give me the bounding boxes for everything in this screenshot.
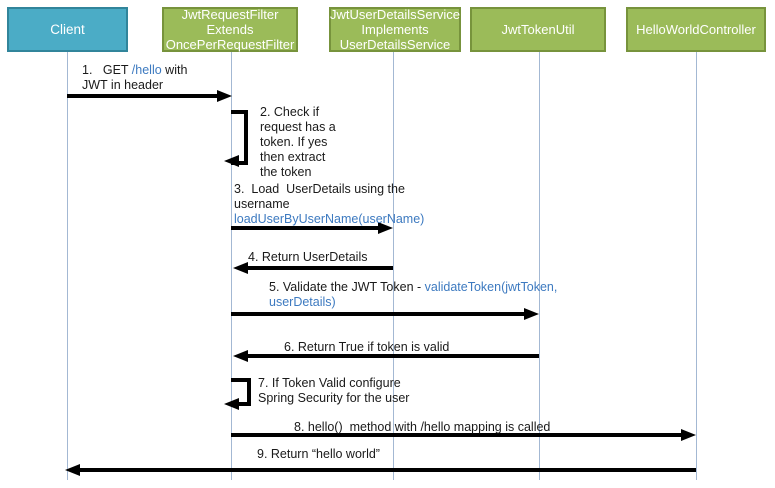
self-loop-2 <box>231 110 248 165</box>
actor-jwtrequestfilter-label: JwtRequestFilter Extends OncePerRequestF… <box>165 7 295 52</box>
actor-jwtrequestfilter: JwtRequestFilter Extends OncePerRequestF… <box>162 7 298 52</box>
lifeline-helloworldcontroller <box>696 52 697 480</box>
arrow-9-line <box>80 468 696 472</box>
lifeline-jwtuserdetailsservice <box>393 52 394 480</box>
message-5-text: 5. Validate the JWT Token - <box>269 280 425 294</box>
message-9-text: 9. Return “hello world” <box>257 447 380 461</box>
actor-helloworldcontroller-label: HelloWorldController <box>636 22 756 37</box>
lifeline-jwttokenutil <box>539 52 540 480</box>
arrow-3-line <box>231 226 378 230</box>
arrow-2-head-left-icon <box>224 155 239 167</box>
arrow-8-head-right-icon <box>681 429 696 441</box>
message-9-label: 9. Return “hello world” <box>257 447 380 462</box>
message-2-line4: then extract <box>260 150 326 164</box>
actor-client-label: Client <box>50 22 85 37</box>
message-5-code1: validateToken(jwtToken, <box>424 280 558 294</box>
arrow-8-line <box>231 433 681 437</box>
message-2-line2: request has a <box>260 120 336 134</box>
message-3-line1: 3. Load UserDetails using the <box>234 182 405 196</box>
arrow-7-head-left-icon <box>224 398 239 410</box>
message-2-line5: the token <box>260 165 312 179</box>
lifeline-client <box>67 52 68 480</box>
message-7-line1: 7. If Token Valid configure <box>258 376 401 390</box>
actor-jwtuserdetailsservice: JwtUserDetailsService Implements UserDet… <box>329 7 461 52</box>
arrow-3-head-right-icon <box>378 222 393 234</box>
actor-jwtuserdetailsservice-label: JwtUserDetailsService Implements UserDet… <box>329 7 461 52</box>
actor-jwttokenutil-label: JwtTokenUtil <box>501 22 575 37</box>
lifeline-jwtrequestfilter <box>231 52 232 480</box>
arrow-9-head-left-icon <box>65 464 80 476</box>
message-8-label: 8. hello() method with /hello mapping is… <box>294 420 550 435</box>
message-3-line2: username <box>234 197 290 211</box>
message-5-code2: userDetails) <box>269 295 336 309</box>
actor-helloworldcontroller: HelloWorldController <box>626 7 766 52</box>
message-3-code: loadUserByUserName(userName) <box>234 212 425 226</box>
arrow-4-head-left-icon <box>233 262 248 274</box>
message-1-text: 1. GET <box>82 63 132 77</box>
message-2-line3: token. If yes <box>260 135 328 149</box>
arrow-5-line <box>231 312 524 316</box>
message-2-line1: 2. Check if <box>260 105 320 119</box>
arrow-6-head-left-icon <box>233 350 248 362</box>
arrow-4-line <box>248 266 393 270</box>
message-1-text2: with <box>161 63 188 77</box>
message-1-code: /hello <box>131 63 162 77</box>
message-8-text: 8. hello() method with /hello mapping is… <box>294 420 551 434</box>
actor-jwttokenutil: JwtTokenUtil <box>470 7 606 52</box>
arrow-5-head-right-icon <box>524 308 539 320</box>
arrow-1-line <box>67 94 217 98</box>
message-4-label: 4. Return UserDetails <box>248 250 368 265</box>
message-6-label: 6. Return True if token is valid <box>284 340 449 355</box>
message-5-label: 5. Validate the JWT Token - validateToke… <box>269 280 557 310</box>
arrow-1-head-right-icon <box>217 90 232 102</box>
message-7-line2: Spring Security for the user <box>258 391 410 405</box>
message-1-text3: JWT in header <box>82 78 164 92</box>
arrow-6-line <box>248 354 539 358</box>
self-loop-7 <box>231 378 251 406</box>
message-6-text: 6. Return True if token is valid <box>284 340 450 354</box>
actor-client: Client <box>7 7 128 52</box>
message-4-text: 4. Return UserDetails <box>248 250 368 264</box>
